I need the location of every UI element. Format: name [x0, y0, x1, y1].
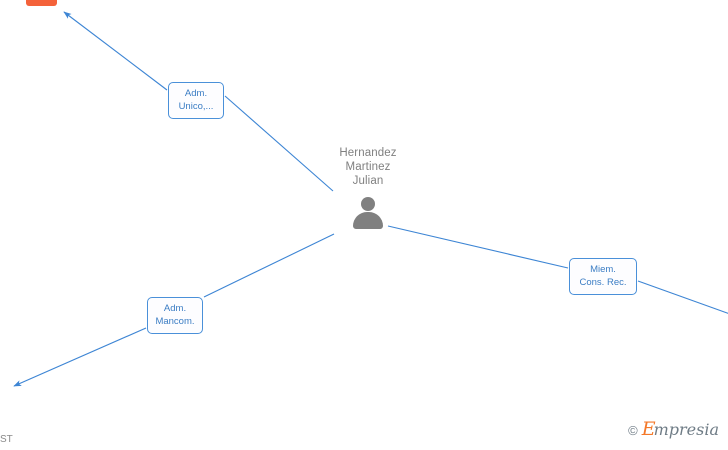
relation-chip-adm-mancom[interactable]: Adm. Mancom.: [147, 297, 203, 334]
relation-chip-adm-unico[interactable]: Adm. Unico,...: [168, 82, 224, 119]
center-person-node[interactable]: Hernandez Martinez Julian: [296, 146, 440, 229]
empresia-logo-text: mpresia: [653, 420, 719, 439]
edge-adm-unico-to-company-top-left[interactable]: [63, 11, 168, 91]
edge-adm-mancom-to-offscreen-bottom-left[interactable]: [13, 327, 147, 387]
watermark: © Empresia: [628, 420, 719, 440]
edge-miem-cons-rec-to-offscreen-right[interactable]: [637, 280, 728, 314]
copyright-symbol: ©: [628, 423, 638, 438]
center-person-name: Hernandez Martinez Julian: [339, 147, 397, 187]
edge-center-to-adm-mancom[interactable]: [203, 233, 335, 298]
empresia-logo-initial: E: [641, 418, 656, 440]
person-icon: [350, 197, 386, 229]
edge-center-to-miem-cons-rec[interactable]: [387, 225, 569, 269]
relation-chip-miem-cons-rec[interactable]: Miem. Cons. Rec.: [569, 258, 637, 295]
edge-center-to-adm-unico[interactable]: [224, 95, 334, 192]
company-node-top-left[interactable]: [26, 0, 57, 6]
clipped-node-label-bottom-left: ST: [0, 434, 13, 445]
